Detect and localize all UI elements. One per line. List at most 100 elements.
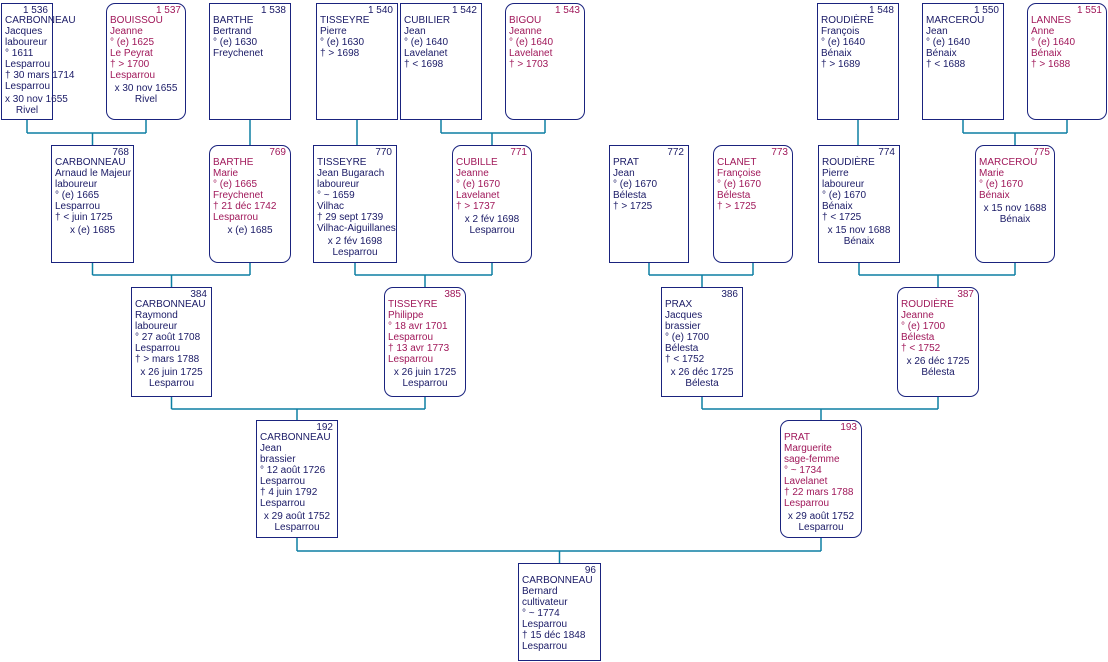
sosa-number: 1 550 (973, 5, 999, 16)
marriage-detail: Lesparrou (274, 522, 320, 533)
person-detail: Jean (260, 443, 282, 454)
person-detail: Bélesta (901, 332, 935, 343)
person-detail: † > 1698 (320, 48, 360, 59)
person-detail: Jeanne (110, 26, 143, 37)
sosa-number: 770 (375, 147, 392, 158)
person-surname: CUBILLE (456, 157, 498, 168)
person-detail: ° (e) 1640 (926, 37, 971, 48)
person-detail: † > 1703 (509, 59, 549, 70)
person-detail: ° (e) 1630 (320, 37, 365, 48)
person-detail: Bélesta (717, 190, 751, 201)
marriage-detail: x 26 déc 1725 (670, 367, 734, 378)
person-detail: Marie (979, 168, 1005, 179)
person-detail: † < 1688 (926, 59, 966, 70)
person-detail: Bénaix (979, 190, 1010, 201)
person-detail: Lavelanet (404, 48, 448, 59)
sosa-number: 1 548 (868, 5, 894, 16)
sosa-number: 768 (112, 147, 129, 158)
sosa-number: 387 (957, 289, 974, 300)
person-detail: brassier (260, 454, 296, 465)
person-detail: ° ~ 1734 (784, 465, 822, 476)
marriage-detail: x 26 juin 1725 (140, 367, 203, 378)
person-detail: Pierre (320, 26, 347, 37)
sosa-number: 192 (316, 422, 333, 433)
person-detail: Marie (213, 168, 239, 179)
person-detail: ° (e) 1665 (213, 179, 258, 190)
person-detail: brassier (665, 321, 701, 332)
sosa-number: 1 543 (554, 5, 580, 16)
person-detail: Jacques (5, 26, 43, 37)
person-detail: laboureur (55, 179, 98, 190)
person-detail: Jeanne (456, 168, 489, 179)
sosa-number: 1 537 (155, 5, 181, 16)
person-detail: Jean (613, 168, 635, 179)
person-detail: Lavelanet (509, 48, 553, 59)
person-detail: laboureur (822, 179, 865, 190)
person-detail: † > 1700 (110, 59, 150, 70)
person-detail: † < 1752 (901, 343, 941, 354)
person-detail: laboureur (317, 179, 360, 190)
marriage-detail: x 2 fév 1698 (327, 236, 383, 247)
sosa-number: 96 (584, 565, 596, 576)
person-surname: CLANET (717, 157, 757, 168)
person-detail: Lavelanet (456, 190, 500, 201)
marriage-detail: x 29 août 1752 (787, 511, 855, 522)
person-detail: Bénaix (822, 201, 853, 212)
person-surname: BOUISSOU (110, 15, 163, 26)
marriage-detail: Bénaix (843, 236, 875, 247)
person-detail: Raymond (135, 310, 178, 321)
person-surname: MARCEROU (926, 15, 985, 26)
person-detail: Bélesta (665, 343, 699, 354)
person-detail: Le Peyrat (110, 48, 153, 59)
person-detail: sage-femme (784, 454, 840, 465)
person-detail: laboureur (5, 37, 48, 48)
person-detail: Jean (926, 26, 948, 37)
person-detail: Vilhac-Aiguillanes (317, 223, 396, 234)
person-surname: PRAT (613, 157, 639, 168)
marriage-detail: x 15 nov 1688 (827, 225, 891, 236)
person-detail: † > 1737 (456, 201, 496, 212)
person-detail: † > 1725 (717, 201, 757, 212)
person-surname: TISSEYRE (320, 15, 370, 26)
person-detail: † > 1689 (821, 59, 861, 70)
person-detail: Lesparrou (213, 212, 259, 223)
marriage-detail: Bénaix (999, 214, 1031, 225)
person-detail: ° 1611 (5, 48, 34, 59)
person-surname: ROUDIÈRE (901, 299, 954, 310)
person-surname: TISSEYRE (317, 157, 367, 168)
person-detail: Lesparrou (388, 332, 434, 343)
person-detail: ° ~ 1774 (522, 608, 560, 619)
person-detail: ° 18 avr 1701 (388, 321, 448, 332)
person-detail: Bélesta (613, 190, 647, 201)
person-detail: ° (e) 1640 (1031, 37, 1076, 48)
